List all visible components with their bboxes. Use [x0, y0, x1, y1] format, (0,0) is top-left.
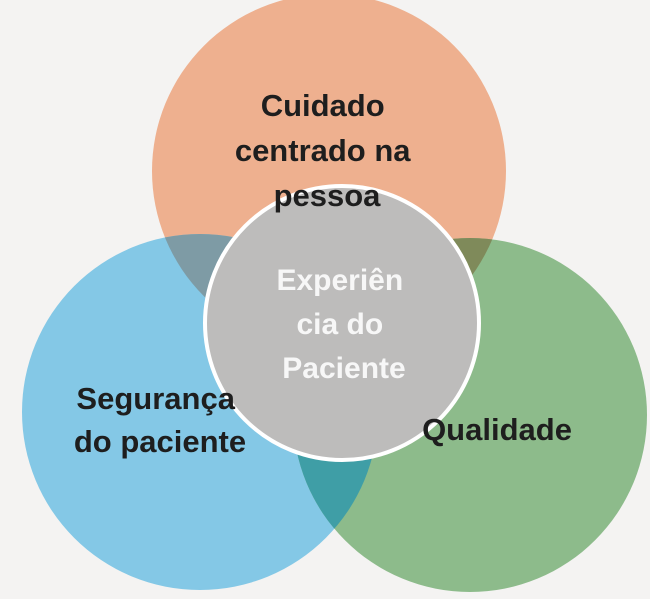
label-cuidado-line-3: pessoa: [274, 178, 382, 213]
label-seguranca-paciente: Segurança do paciente: [74, 381, 246, 459]
label-experiencia-line-2: cia do: [296, 308, 383, 341]
label-experiencia-line-3: Paciente: [282, 352, 405, 385]
circle-experiencia-paciente: [203, 184, 481, 462]
label-cuidado-line-2: centrado na: [235, 133, 411, 168]
label-cuidado-centrado: Cuidado centrado na pessoa: [235, 88, 419, 213]
label-qualidade: Qualidade: [422, 412, 572, 447]
label-cuidado-line-1: Cuidado: [261, 88, 385, 123]
label-experiencia-line-1: Experiên: [276, 264, 403, 297]
label-qualidade-line-1: Qualidade: [422, 412, 572, 447]
label-seguranca-line-2: do paciente: [74, 424, 246, 459]
label-experiencia-paciente: Experiên cia do Paciente: [276, 264, 411, 385]
label-seguranca-line-1: Segurança: [76, 381, 235, 416]
